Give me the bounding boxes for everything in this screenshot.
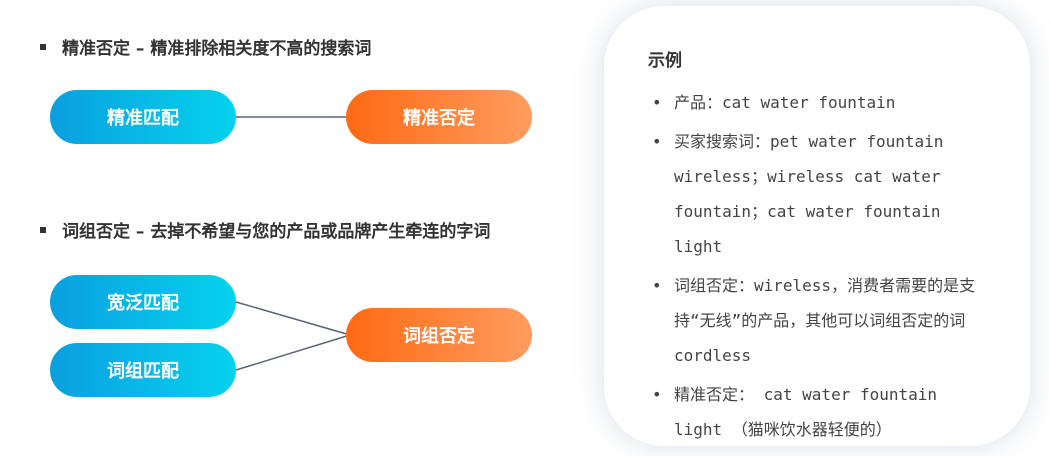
section-heading-phrase-negative: 词组否定 – 去掉不希望与您的产品或品牌产生牵连的字词: [40, 217, 490, 242]
exact-match-pill: 精准匹配: [50, 90, 236, 144]
broad-match-pill: 宽泛匹配: [50, 275, 236, 329]
example-item-phrase-negative: 词组否定：wireless，消费者需要的是支持“无线”的产品，其他可以词组否定的…: [648, 268, 990, 373]
example-item-search-terms: 买家搜索词：pet water fountain wireless；wirele…: [648, 124, 990, 264]
square-bullet-icon: [40, 226, 46, 233]
pill-label: 精准否定: [403, 108, 475, 129]
phrase-negative-pill: 词组否定: [346, 308, 532, 362]
heading-text: 词组否定 – 去掉不希望与您的产品或品牌产生牵连的字词: [62, 222, 491, 242]
pill-label: 精准匹配: [107, 108, 179, 129]
example-title: 示例: [648, 51, 682, 71]
example-card: 示例 产品：cat water fountain 买家搜索词：pet water…: [604, 6, 1030, 446]
pill-label: 词组匹配: [107, 361, 179, 382]
square-bullet-icon: [40, 43, 46, 50]
connector-broad: [235, 301, 351, 336]
pill-label: 词组否定: [403, 326, 475, 347]
example-item-exact-negative: 精准否定： cat water fountain light （猫咪饮水器轻便的…: [648, 377, 990, 446]
connector-phrase: [235, 334, 351, 371]
example-item-product: 产品：cat water fountain: [648, 85, 990, 120]
phrase-match-pill: 词组匹配: [50, 343, 236, 397]
pill-label: 宽泛匹配: [107, 293, 179, 314]
heading-text: 精准否定 – 精准排除相关度不高的搜索词: [62, 39, 372, 59]
exact-negative-pill: 精准否定: [346, 90, 532, 144]
section-heading-exact-negative: 精准否定 – 精准排除相关度不高的搜索词: [40, 34, 371, 59]
example-list: 产品：cat water fountain 买家搜索词：pet water fo…: [648, 85, 990, 446]
